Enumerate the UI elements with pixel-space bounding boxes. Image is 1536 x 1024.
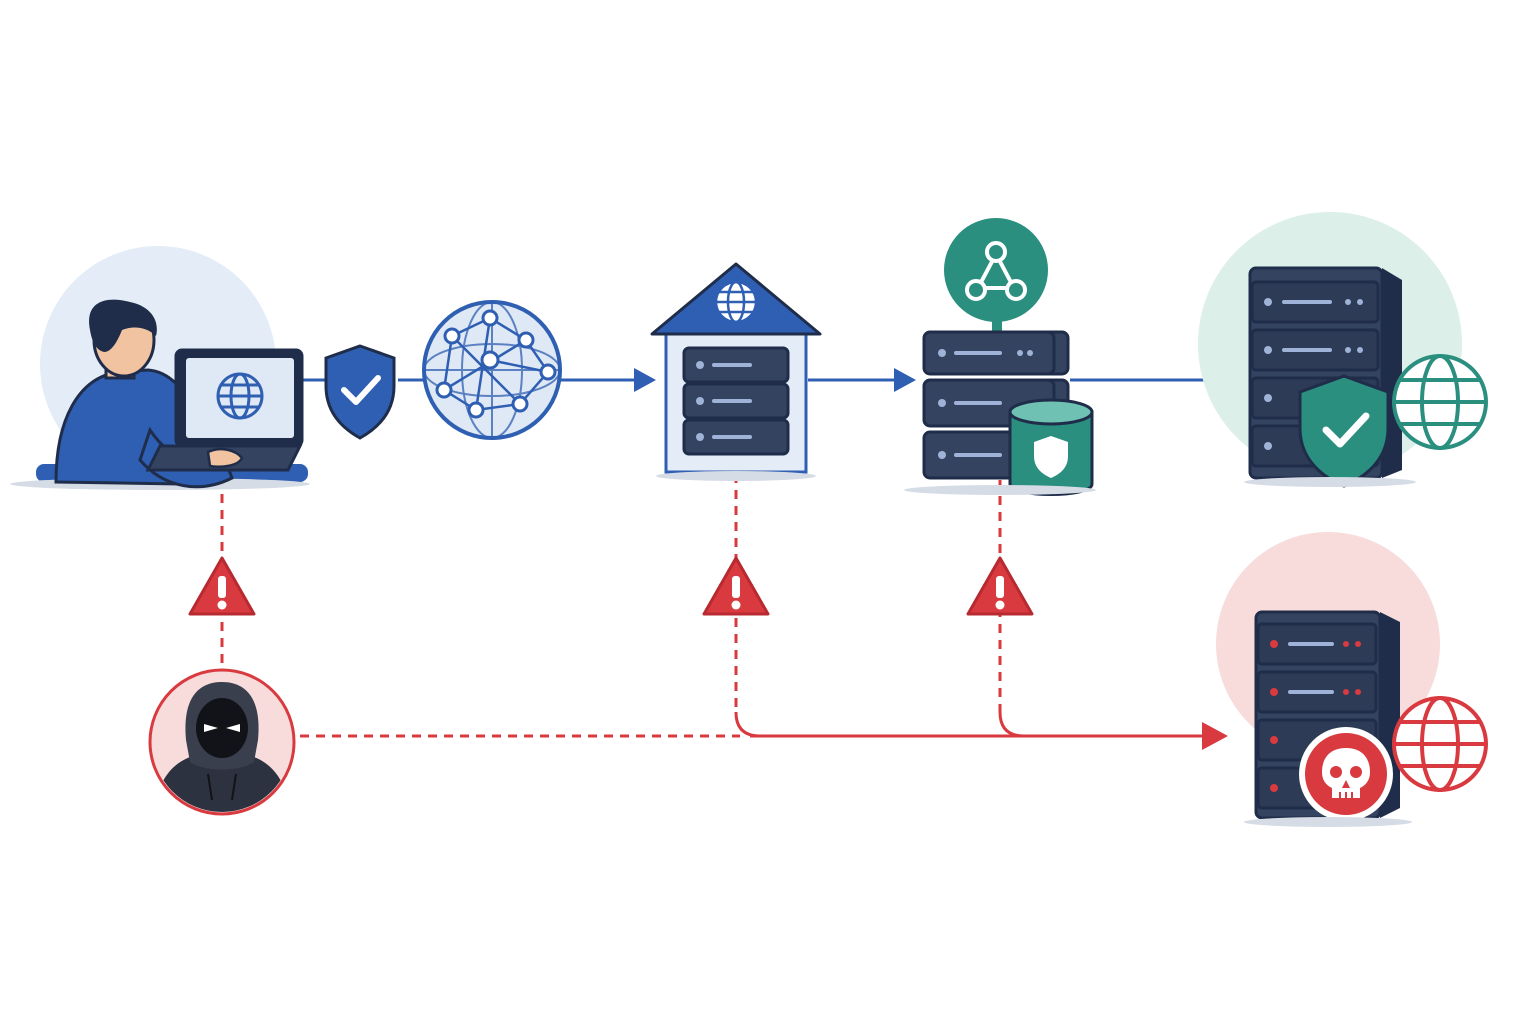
shield-check-icon: [324, 344, 396, 440]
teal-globe-icon: [1392, 354, 1488, 450]
server-stack-database-icon: [904, 218, 1096, 496]
red-globe-icon: [1392, 696, 1488, 792]
secure-flow-connectors: [300, 368, 1236, 392]
warning-icon: [188, 556, 256, 616]
warning-icon: [966, 556, 1034, 616]
share-node-icon: [965, 241, 1027, 301]
attack-path-stack-curve: [998, 711, 1025, 738]
attack-path-gateway-curve: [734, 711, 761, 738]
secure-server-icon: [1198, 212, 1488, 488]
gateway-server-icon: [650, 262, 822, 481]
network-globe-icon: [422, 300, 562, 440]
malicious-server-icon: [1216, 532, 1488, 827]
warning-icon: [702, 556, 770, 616]
gateway-globe-icon: [714, 280, 758, 324]
hacker-icon: [148, 668, 296, 816]
laptop-globe-icon: [216, 372, 264, 420]
database-shield-icon: [1008, 398, 1094, 496]
user-laptop-icon: [10, 246, 310, 490]
skull-icon: [1299, 727, 1393, 821]
